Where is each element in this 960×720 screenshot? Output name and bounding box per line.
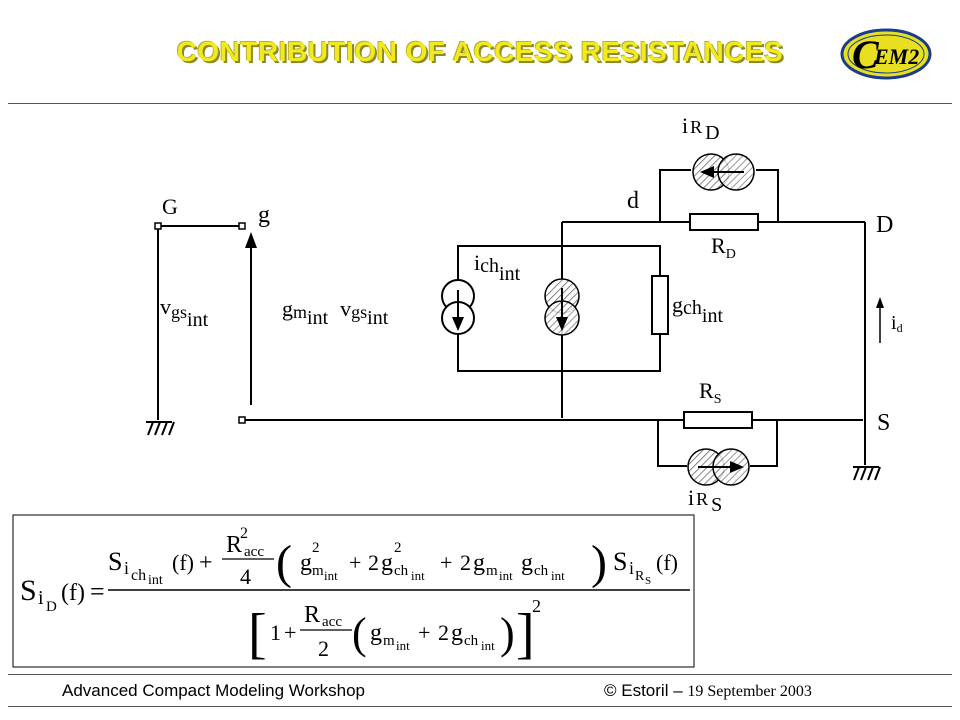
svg-text:g: g — [451, 620, 463, 646]
svg-text:): ) — [591, 536, 607, 589]
cem2-logo: C EM2 — [840, 28, 932, 80]
svg-text:m: m — [383, 633, 395, 649]
svg-text:g: g — [473, 550, 485, 576]
svg-text:+: + — [440, 550, 452, 575]
footer-location: © Estoril – — [604, 681, 688, 700]
svg-text:(f): (f) — [172, 550, 194, 575]
svg-text:2: 2 — [394, 540, 402, 556]
svg-text:4: 4 — [240, 564, 251, 589]
noise-formula: S i D (f) = S i ch int (f) + R acc 2 4 (… — [20, 525, 690, 665]
terminal-g — [238, 222, 246, 230]
footer-location-date: © Estoril – 19 September 2003 — [604, 681, 812, 701]
rd-resistor — [689, 213, 759, 231]
label-RS: RS — [699, 378, 721, 407]
footer-rule-bottom — [8, 706, 952, 707]
svg-text:R: R — [226, 532, 242, 558]
label-vgs: vgsint — [160, 294, 209, 331]
svg-text:(f): (f) — [656, 550, 678, 575]
svg-text:acc: acc — [244, 544, 264, 560]
svg-text:g: g — [381, 550, 393, 576]
svg-text:2: 2 — [318, 636, 329, 661]
svg-text:int: int — [481, 638, 495, 653]
label-S: S — [877, 410, 890, 436]
svg-text:): ) — [500, 609, 515, 658]
svg-text:ch: ch — [464, 633, 479, 649]
header-rule — [8, 103, 952, 104]
svg-text:S: S — [20, 574, 37, 607]
svg-text:2: 2 — [438, 620, 449, 645]
svg-text:int: int — [551, 568, 565, 583]
label-d: d — [627, 188, 639, 214]
svg-text:R: R — [635, 569, 645, 584]
footer-date: 19 September 2003 — [687, 683, 812, 700]
terminal-s — [238, 416, 246, 424]
footer-rule-top — [8, 674, 952, 675]
svg-text:i: i — [124, 558, 129, 578]
svg-text:[: [ — [248, 603, 267, 665]
svg-text:+: + — [284, 620, 296, 645]
svg-text:2: 2 — [460, 550, 471, 575]
svg-text:int: int — [411, 568, 425, 583]
svg-text:int: int — [396, 638, 410, 653]
terminal-G — [154, 222, 162, 230]
label-gch: gchint — [672, 292, 723, 327]
svg-text:S: S — [108, 547, 122, 576]
slide-title: CONTRIBUTION OF ACCESS RESISTANCES — [176, 36, 784, 67]
label-D: D — [876, 212, 893, 238]
svg-text:2: 2 — [240, 525, 248, 542]
svg-text:+: + — [199, 550, 213, 576]
label-ich: ichint — [474, 250, 521, 285]
rs-resistor — [683, 411, 753, 429]
label-id: id — [891, 312, 903, 335]
svg-text:S: S — [613, 547, 627, 576]
svg-text:=: = — [90, 577, 105, 606]
svg-text:2: 2 — [532, 596, 541, 616]
footer-workshop: Advanced Compact Modeling Workshop — [62, 681, 366, 700]
svg-text:ch: ch — [394, 563, 409, 579]
gch-resistor — [651, 275, 669, 335]
svg-text:i: i — [38, 587, 44, 609]
svg-text:m: m — [486, 563, 498, 579]
svg-text:m: m — [312, 563, 324, 579]
svg-text:int: int — [324, 568, 338, 583]
label-G: G — [162, 194, 178, 219]
svg-text:g: g — [370, 620, 382, 646]
logo-text: EM2 — [873, 44, 919, 69]
svg-text:S: S — [645, 575, 651, 587]
svg-text:g: g — [300, 550, 312, 576]
svg-text:2: 2 — [368, 550, 379, 575]
label-g: g — [258, 202, 270, 228]
svg-text:R: R — [304, 602, 320, 628]
svg-text:acc: acc — [322, 614, 342, 630]
formula-box — [12, 514, 695, 668]
svg-text:1: 1 — [270, 620, 281, 645]
svg-text:ch: ch — [534, 563, 549, 579]
svg-text:D: D — [46, 599, 57, 615]
svg-text:2: 2 — [312, 540, 320, 556]
svg-text:(f): (f) — [61, 580, 85, 606]
svg-text:(: ( — [276, 536, 292, 589]
svg-text:int: int — [499, 568, 513, 583]
logo-letter-c: C — [852, 32, 880, 77]
svg-text:(: ( — [352, 609, 367, 658]
svg-text:i: i — [629, 558, 634, 578]
vgs-arrowhead — [245, 232, 257, 248]
svg-text:g: g — [521, 550, 533, 576]
svg-text:+: + — [418, 620, 430, 645]
svg-text:]: ] — [516, 603, 535, 665]
svg-text:+: + — [349, 550, 361, 575]
svg-text:int: int — [148, 573, 163, 588]
label-RD: RD — [711, 233, 736, 262]
svg-text:ch: ch — [131, 567, 146, 584]
